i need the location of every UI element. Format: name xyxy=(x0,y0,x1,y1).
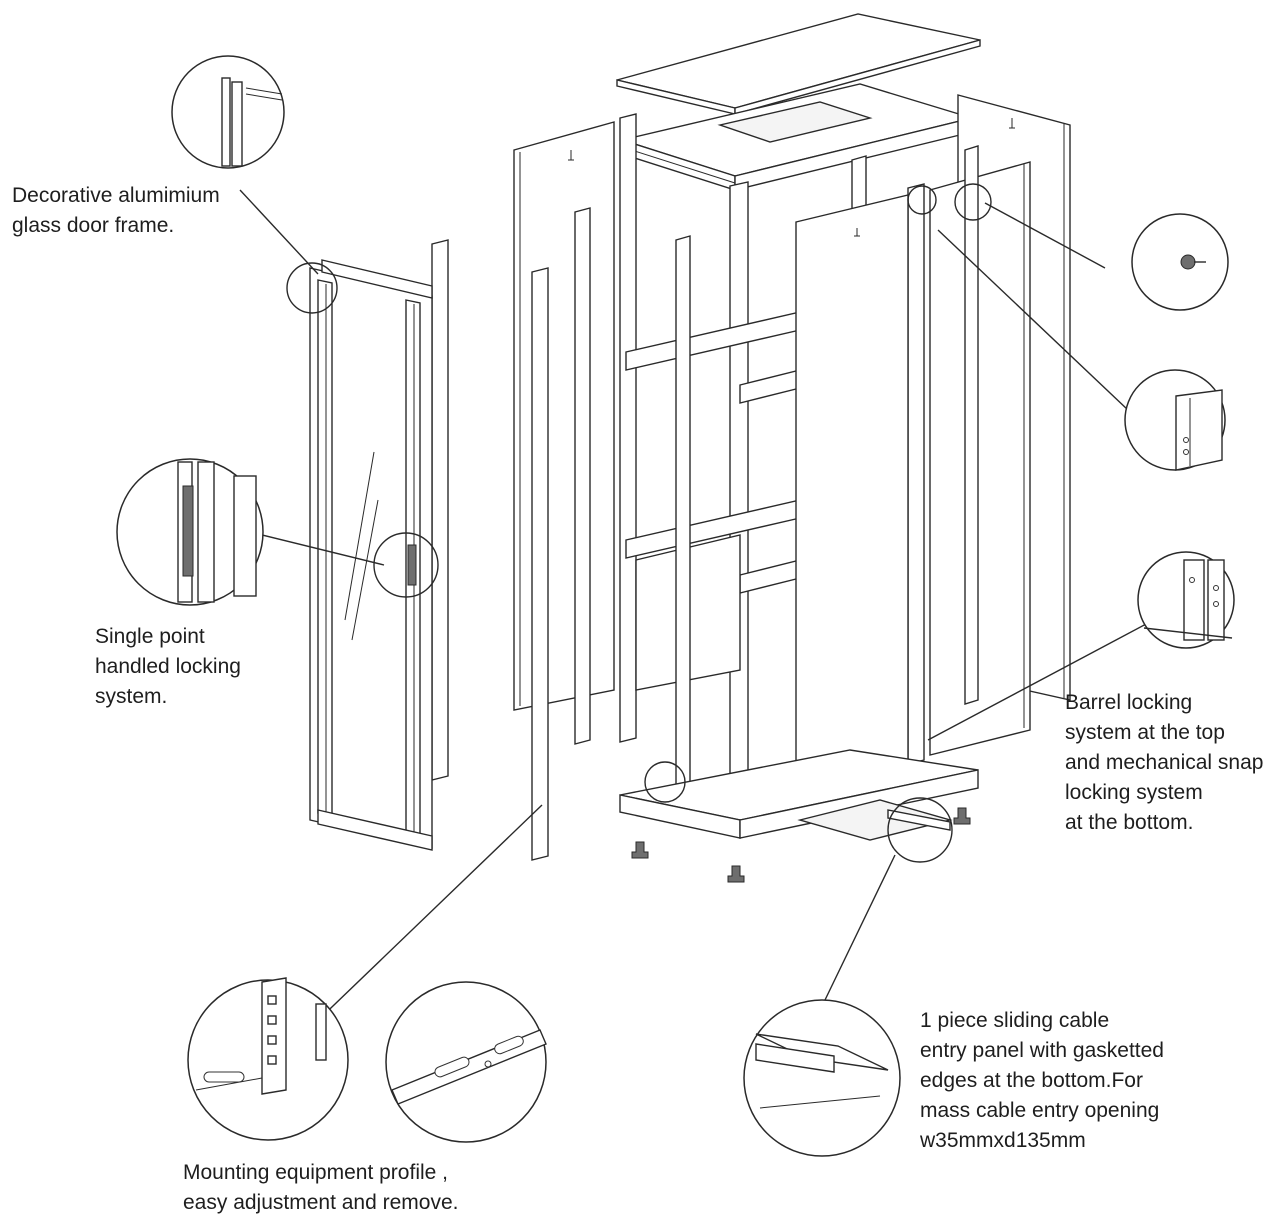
magnifier-door-frame xyxy=(171,55,285,169)
callout-line: w35mmxd135mm xyxy=(920,1129,1086,1152)
magnifier-handle-lock xyxy=(116,458,264,606)
callout-barrel-lock: Barrel locking system at the top and mec… xyxy=(1065,688,1282,838)
callout-line: system at the top xyxy=(1065,721,1225,744)
callout-single-point-lock: Single point handled locking system. xyxy=(95,622,241,712)
mounting-profiles xyxy=(431,207,691,861)
callout-line: at the bottom. xyxy=(1065,811,1194,834)
leader-lines xyxy=(239,189,1149,1031)
base-frame xyxy=(619,749,979,841)
magnifier-barrel-lock xyxy=(1131,213,1229,311)
detail-markers xyxy=(286,183,992,863)
callout-line: easy adjustment and remove. xyxy=(183,1191,459,1214)
callout-line: Mounting equipment profile , xyxy=(183,1161,448,1184)
magnifier-top-bracket xyxy=(1124,369,1226,471)
callout-line: system. xyxy=(95,685,168,708)
callout-line: locking system xyxy=(1065,781,1203,804)
leveling-feet xyxy=(631,807,971,883)
glass-front-door xyxy=(309,259,433,851)
magnifier-mounting-profile xyxy=(187,977,349,1141)
callout-line: Barrel locking xyxy=(1065,691,1193,714)
top-cover-panel xyxy=(616,13,981,115)
front-right-door xyxy=(795,194,909,784)
callout-line: handled locking xyxy=(95,655,241,678)
callout-line: 1 piece sliding cable xyxy=(920,1009,1110,1032)
callout-line: Single point xyxy=(95,625,205,648)
callout-line: and mechanical snap xyxy=(1065,751,1264,774)
callout-line: edges at the bottom.For xyxy=(920,1069,1143,1092)
magnifier-cable-entry xyxy=(743,999,901,1157)
cross-rails xyxy=(625,311,801,691)
callout-glass-door-frame: Decorative alumimium glass door frame. xyxy=(12,181,220,241)
magnifier-slotted-rail xyxy=(385,981,547,1143)
magnifier-bottom-snap xyxy=(1137,551,1235,649)
left-side-panel xyxy=(513,121,615,711)
callout-line: glass door frame. xyxy=(12,214,175,237)
callout-cable-entry: 1 piece sliding cable entry panel with g… xyxy=(920,1006,1164,1156)
callout-mounting-profile: Mounting equipment profile , easy adjust… xyxy=(183,1158,458,1218)
callout-line: mass cable entry opening xyxy=(920,1099,1160,1122)
callout-line: entry panel with gasketted xyxy=(920,1039,1164,1062)
callout-line: Decorative alumimium xyxy=(12,184,220,207)
rear-panel xyxy=(929,161,1031,756)
